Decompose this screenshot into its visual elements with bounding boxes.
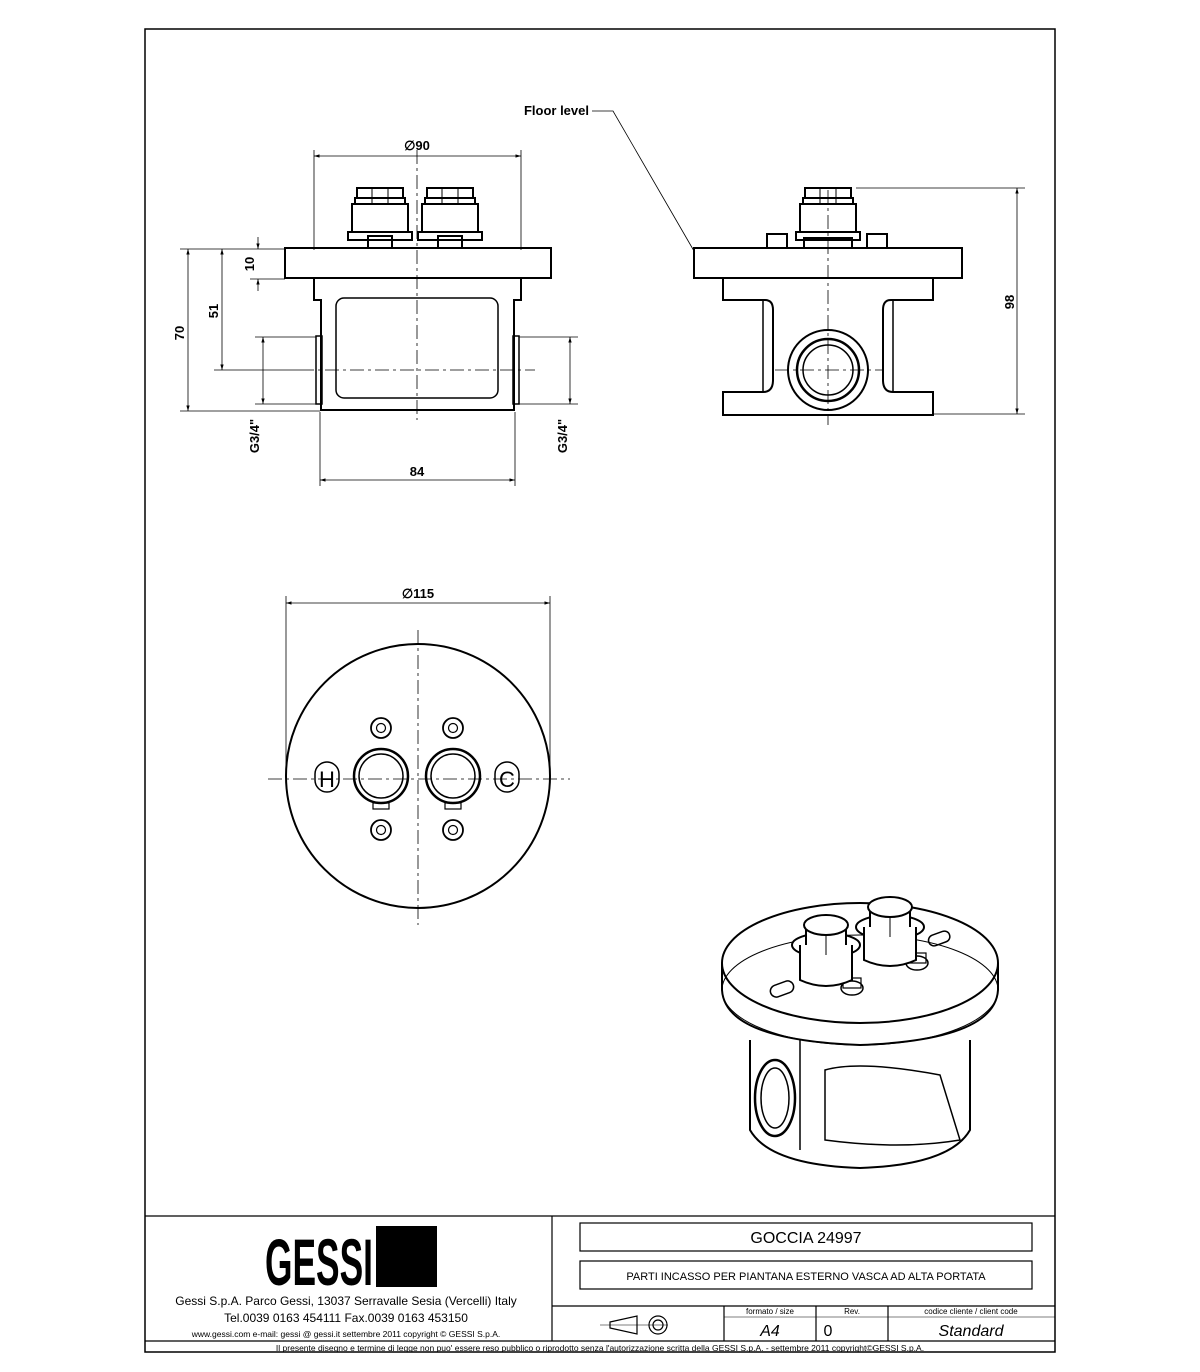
client-header: codice cliente / client code <box>924 1307 1018 1316</box>
floor-level-label: Floor level <box>524 103 589 118</box>
drawing-frame <box>144 28 1056 1353</box>
dim-70: 70 <box>172 326 187 340</box>
dim-g34-left: G3/4" <box>247 419 262 453</box>
dim-98: 98 <box>1002 295 1017 309</box>
client-value: Standard <box>939 1323 1005 1340</box>
product-description: PARTI INCASSO PER PIANTANA ESTERNO VASCA… <box>626 1271 986 1283</box>
dim-dia90: ∅90 <box>404 138 430 153</box>
rev-value: 0 <box>824 1323 833 1340</box>
front-hex-nut-right <box>417 187 483 249</box>
footer-notice: Il presente disegno e termine di legge n… <box>276 1343 924 1353</box>
format-value: A4 <box>759 1323 780 1340</box>
phone-line: Tel.0039 0163 454111 Fax.0039 0163 45315… <box>224 1311 468 1325</box>
web-line: www.gessi.com e-mail: gessi @ gessi.it s… <box>191 1329 501 1339</box>
company-line: Gessi S.p.A. Parco Gessi, 13037 Serraval… <box>175 1294 516 1308</box>
front-plate <box>284 247 552 279</box>
logo-square <box>376 1226 437 1287</box>
gessi-logo: GESSI <box>265 1225 373 1299</box>
product-title: GOCCIA 24997 <box>750 1230 861 1247</box>
dim-84: 84 <box>410 464 425 479</box>
dim-51: 51 <box>206 304 221 318</box>
hot-mark: H <box>319 767 335 792</box>
cold-mark: C <box>499 767 515 792</box>
isometric-view <box>721 896 999 1170</box>
front-hex-nut-left <box>347 187 413 249</box>
side-body <box>722 278 934 416</box>
front-view <box>284 187 552 411</box>
dim-g34-right: G3/4" <box>555 419 570 453</box>
rev-header: Rev. <box>844 1307 860 1316</box>
format-header: formato / size <box>746 1307 795 1316</box>
title-block <box>145 1215 1055 1342</box>
front-window <box>335 297 499 399</box>
front-body <box>313 278 522 411</box>
dim-10: 10 <box>242 257 257 271</box>
dim-dia115: ∅115 <box>402 586 434 601</box>
